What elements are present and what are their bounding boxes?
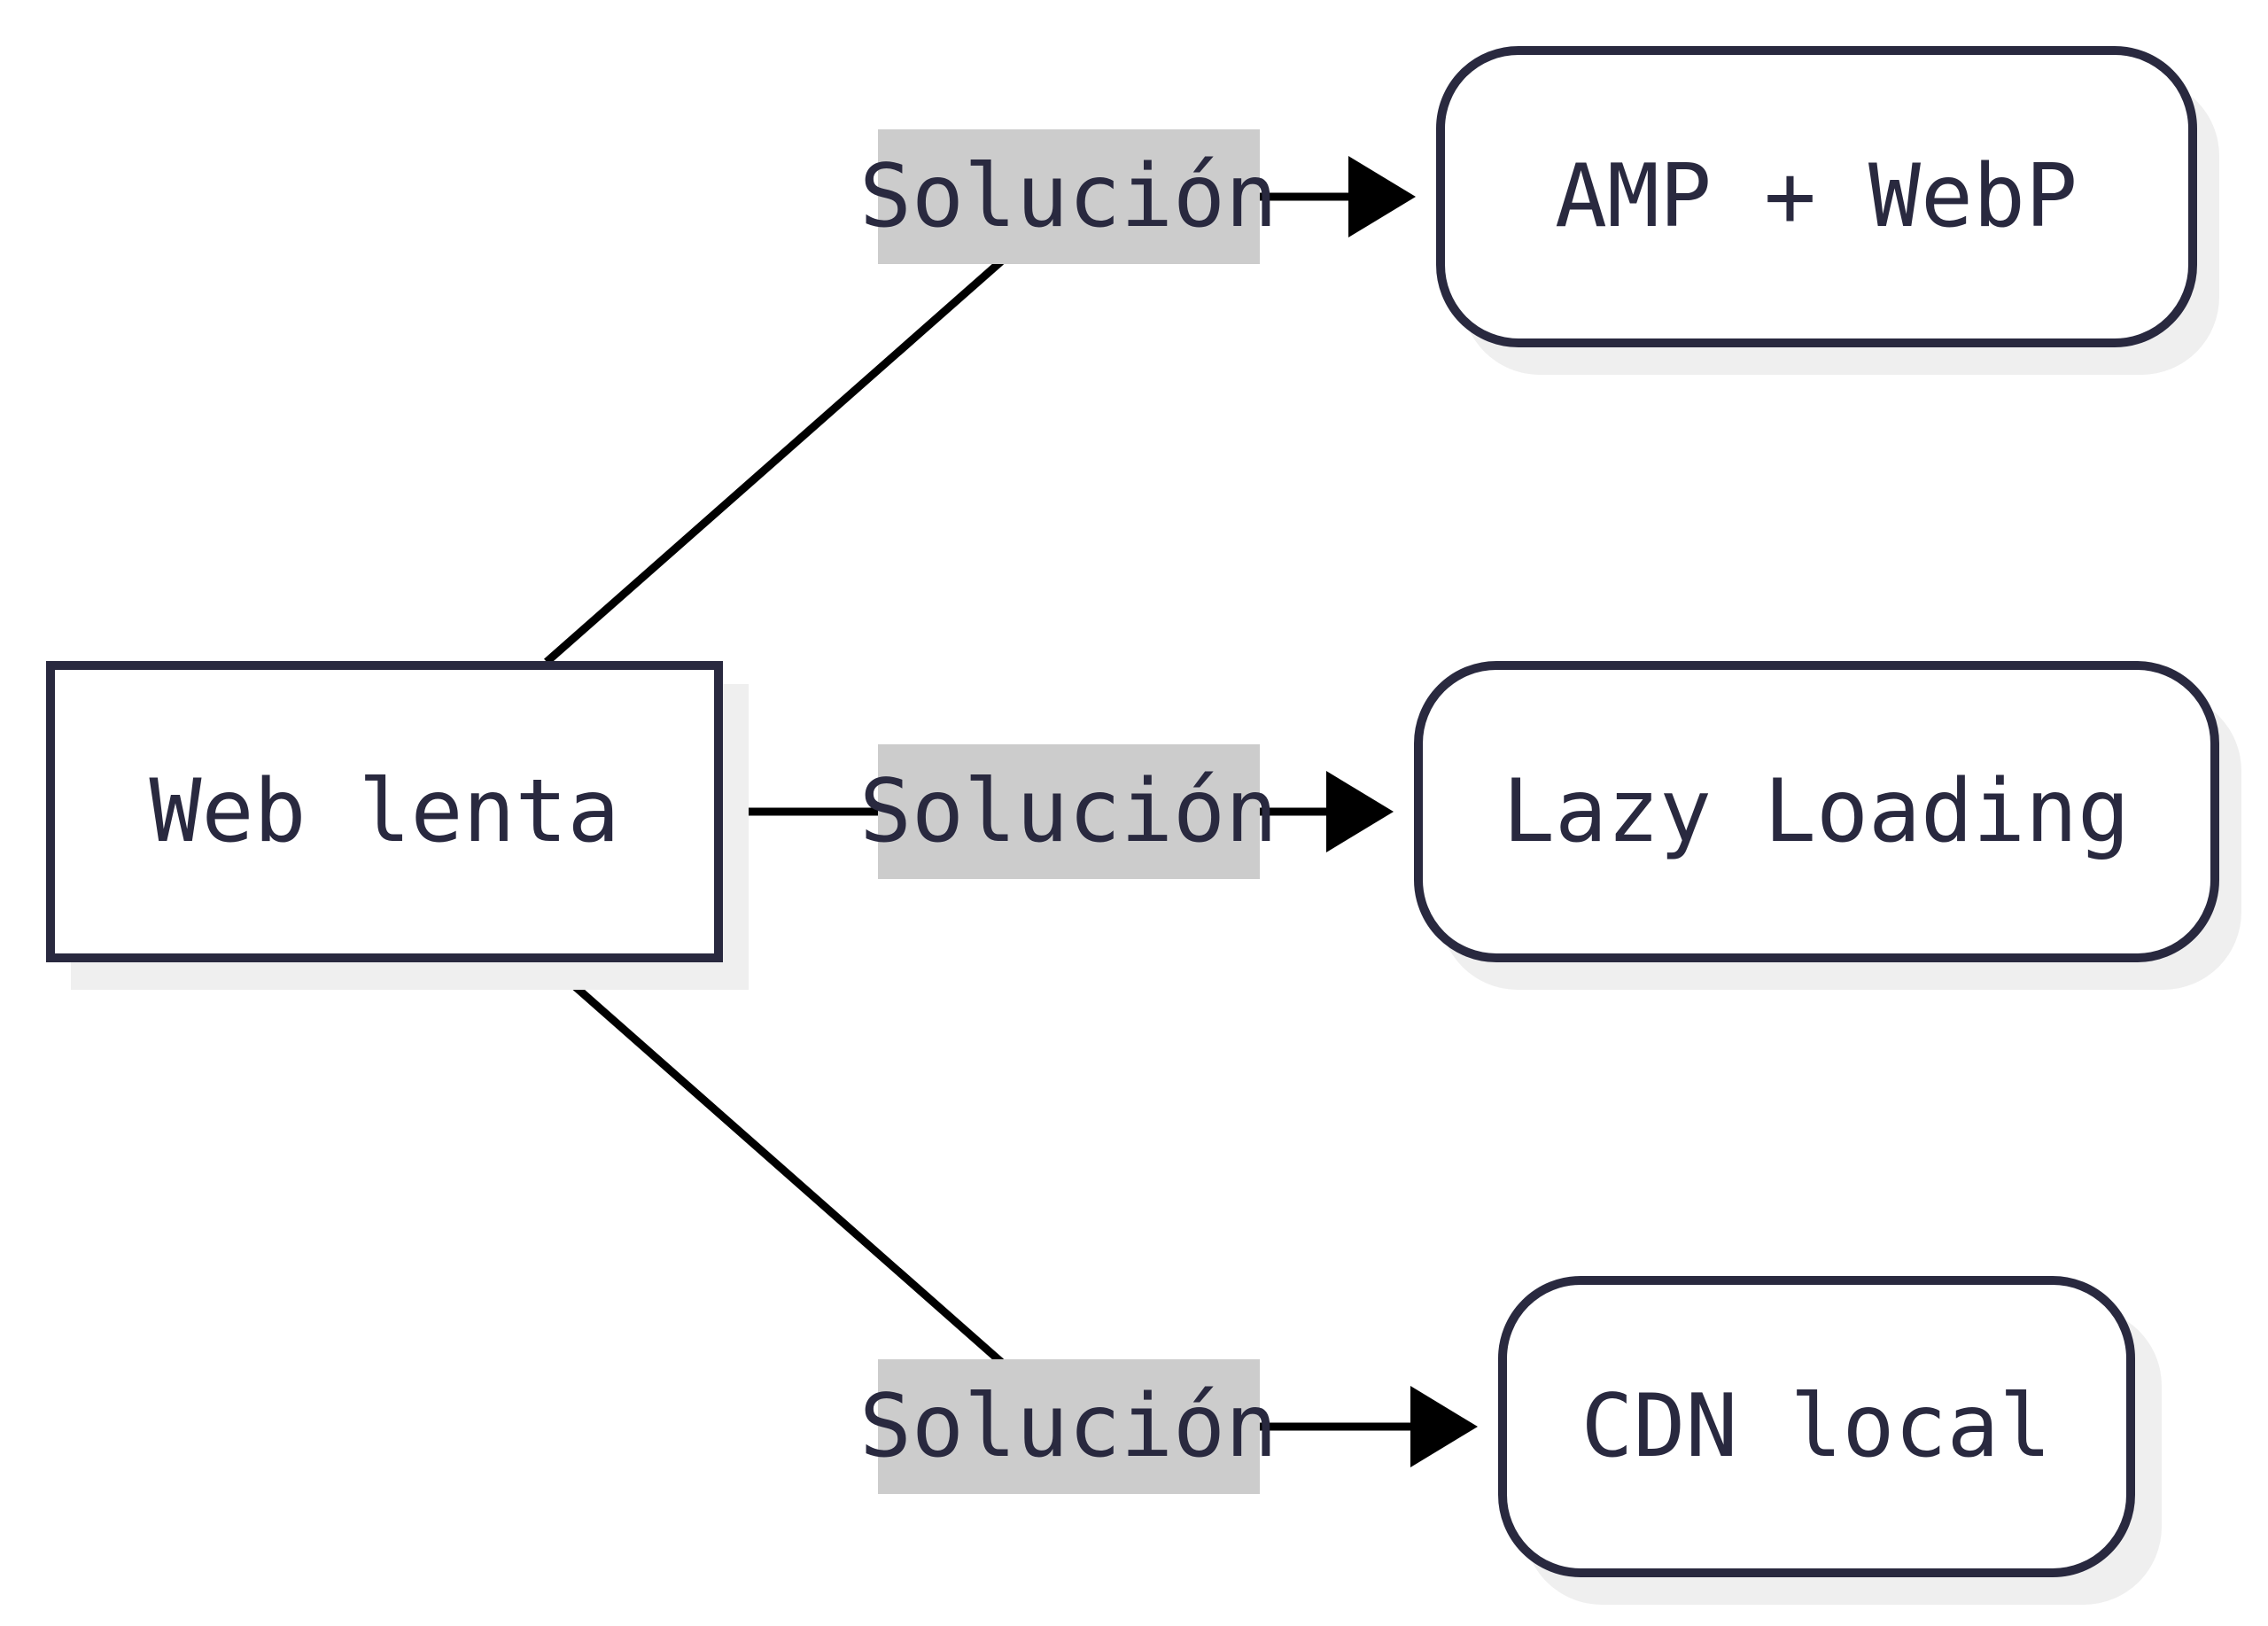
edge-label: Solución bbox=[859, 1376, 1278, 1477]
node-cdn-local: CDN local bbox=[1498, 1276, 2162, 1605]
node-label: AMP + WebP bbox=[1555, 146, 2078, 247]
arrowhead-icon bbox=[1326, 771, 1394, 852]
edge-label: Solución bbox=[859, 761, 1278, 862]
edge-to-lazy-loading: Solución bbox=[719, 744, 1394, 879]
node-box bbox=[1414, 661, 2219, 962]
arrowhead-icon bbox=[1348, 156, 1416, 237]
arrowhead-icon bbox=[1410, 1386, 1478, 1467]
edge-to-cdn-local: Solución bbox=[544, 958, 1478, 1494]
node-box bbox=[1436, 46, 2197, 347]
node-box bbox=[1498, 1276, 2135, 1577]
edge-label: Solución bbox=[859, 146, 1278, 247]
node-label: Lazy Loading bbox=[1503, 761, 2130, 862]
node-amp-webp: AMP + WebP bbox=[1436, 46, 2219, 375]
edge-line bbox=[544, 958, 1004, 1365]
node-label: CDN local bbox=[1581, 1376, 2051, 1477]
edge-label-bg bbox=[878, 744, 1260, 879]
edge-to-amp-webp: Solución bbox=[544, 129, 1416, 665]
node-lazy-loading: Lazy Loading bbox=[1414, 661, 2241, 990]
node-box bbox=[46, 661, 723, 962]
edge-label-bg bbox=[878, 129, 1260, 264]
edge-line bbox=[544, 258, 1004, 665]
node-label: Web lenta bbox=[149, 761, 619, 862]
node-web-lenta: Web lenta bbox=[46, 661, 749, 990]
edge-label-bg bbox=[878, 1359, 1260, 1494]
